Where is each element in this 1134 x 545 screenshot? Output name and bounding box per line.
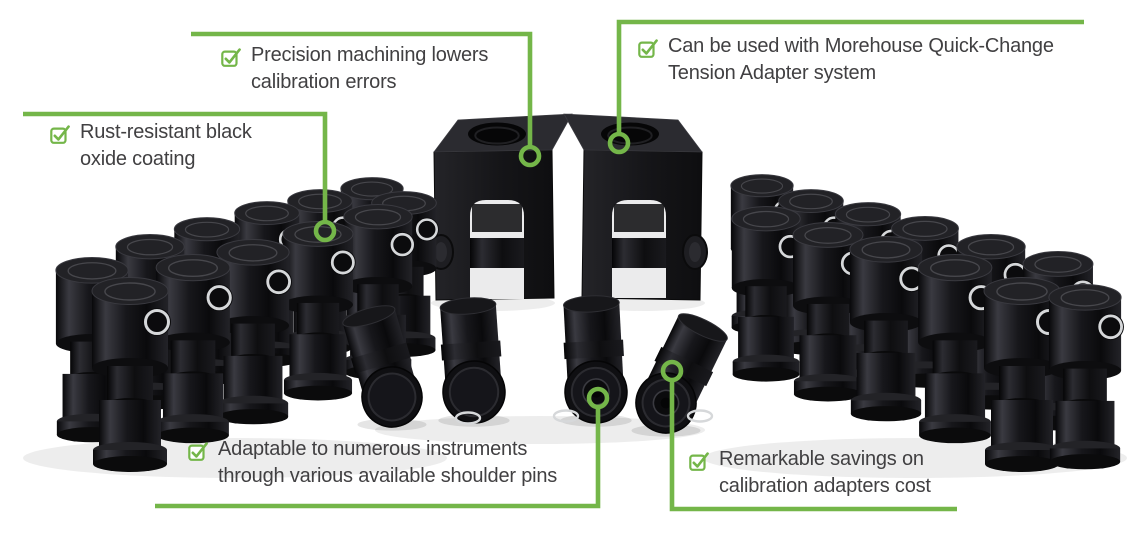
callout-text: Can be used with Morehouse Quick-Change … [668,33,1054,87]
clevis-block [563,113,708,301]
callout-text: Precision machining lowers calibration e… [251,42,488,96]
shoulder-pin [439,297,506,424]
callout-line: oxide coating [80,148,196,170]
callout-line: Can be used with Morehouse Quick-Change [668,35,1054,57]
callout-text: Adaptable to numerous instruments throug… [218,436,557,490]
callout-precision-machining: Precision machining lowers calibration e… [221,42,488,96]
tension-adapter [91,277,171,472]
tension-adapter [849,236,925,422]
tension-adapter [282,221,356,401]
callout-line: Adaptable to numerous instruments [218,438,528,460]
callout-line: calibration errors [251,71,397,93]
callout-line: Remarkable savings on [719,448,924,470]
checkbox-checked-icon [188,442,208,461]
callout-adaptable: Adaptable to numerous instruments throug… [188,436,557,490]
callout-line: Tension Adapter system [668,62,876,84]
checkbox-checked-icon [221,48,241,67]
clevis-block [428,113,573,301]
callout-savings: Remarkable savings on calibration adapte… [689,446,931,500]
tension-adapter [731,206,803,382]
callout-quick-change: Can be used with Morehouse Quick-Change … [638,33,1054,87]
callout-text: Remarkable savings on calibration adapte… [719,446,931,500]
callout-text: Rust-resistant black oxide coating [80,119,252,173]
callout-rust-resistant: Rust-resistant black oxide coating [50,119,252,173]
tension-adapter [983,277,1063,472]
shoulder-pin [635,313,728,434]
callout-line: through various available shoulder pins [218,465,558,487]
shoulder-pin [342,305,423,428]
callout-line: Rust-resistant black [80,121,252,143]
callout-line: Precision machining lowers [251,44,489,66]
shoulder-pin [563,295,628,424]
checkbox-checked-icon [689,452,709,471]
checkbox-checked-icon [50,125,70,144]
tension-adapter [1048,284,1124,470]
callout-line: calibration adapters cost [719,475,931,497]
checkbox-checked-icon [638,39,658,58]
